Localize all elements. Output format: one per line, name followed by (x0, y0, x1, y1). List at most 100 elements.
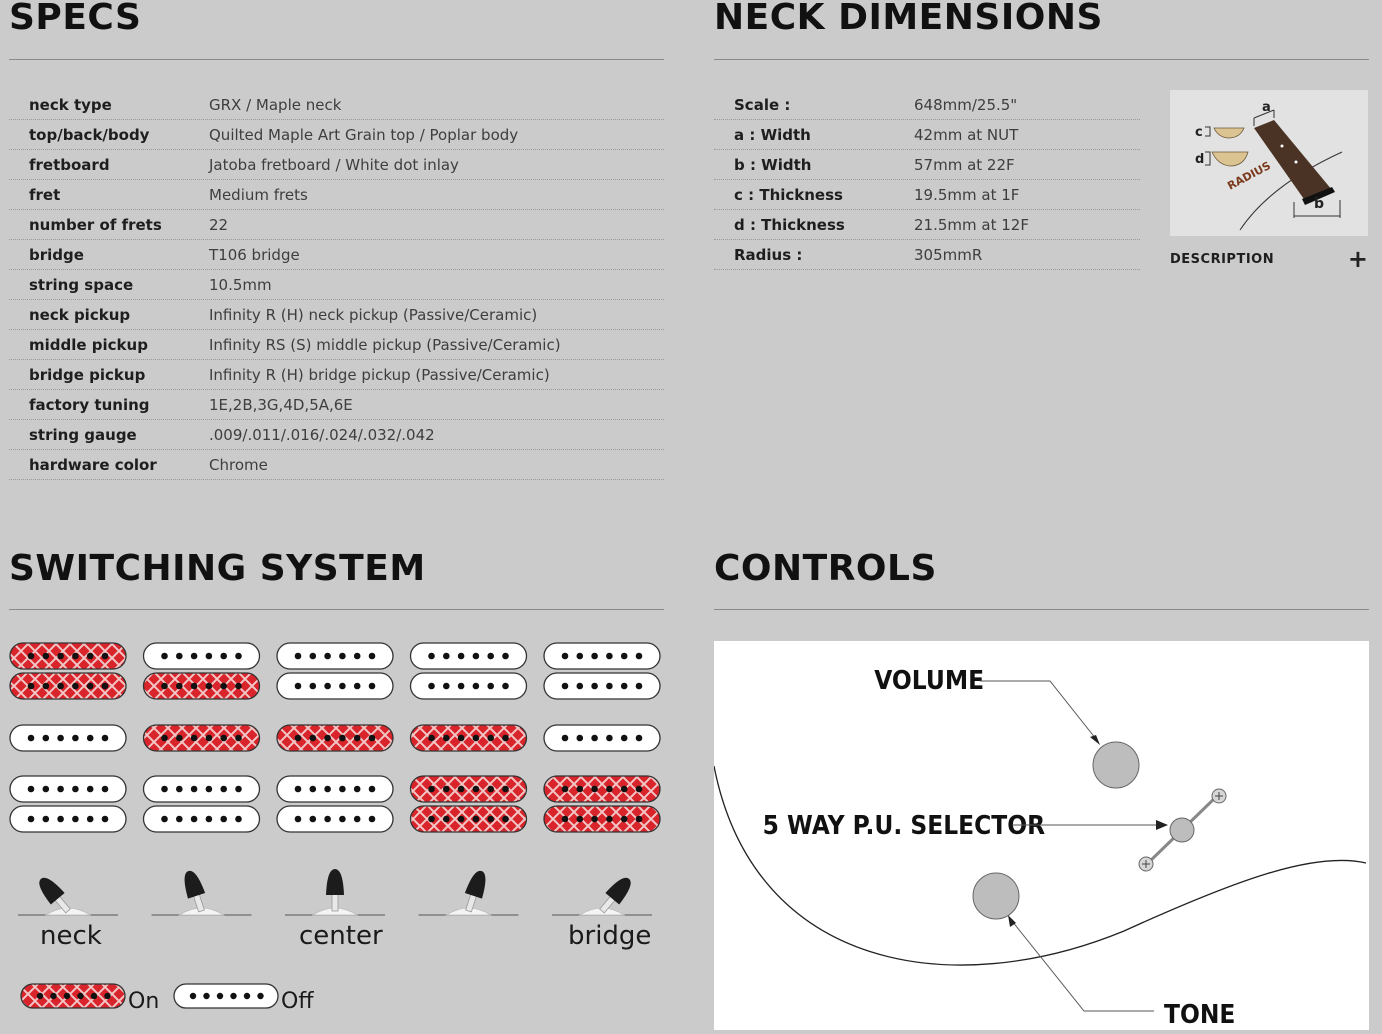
diagram-label-d: d (1195, 152, 1204, 167)
volume-knob (1092, 741, 1140, 789)
controls-divider (714, 609, 1369, 610)
spec-label: middle pickup (29, 336, 148, 354)
bridge-pickup-coil (276, 805, 394, 833)
spec-label: neck pickup (29, 306, 131, 324)
spec-label: bridge pickup (29, 366, 146, 384)
neck-spec-value: 19.5mm at 1F (914, 186, 1020, 204)
middle-pickup (9, 724, 127, 752)
neck-pickup-coil (276, 642, 394, 670)
spec-value: T106 bridge (209, 246, 300, 264)
spec-row: bridge T106 bridge (9, 240, 664, 270)
neck-pickup-coil (276, 672, 394, 700)
spec-value: GRX / Maple neck (209, 96, 342, 114)
neck-pickup-coil (9, 642, 127, 670)
spec-value: Quilted Maple Art Grain top / Poplar bod… (209, 126, 519, 144)
lever-switch-icon (552, 877, 652, 916)
spec-row: string space 10.5mm (9, 270, 664, 300)
neck-spec-label: Radius : (734, 246, 803, 264)
bridge-pickup-coil (9, 775, 127, 803)
lever-switch-icon (151, 870, 252, 916)
spec-row: string gauge .009/.011/.016/.024/.032/.04… (9, 420, 664, 450)
middle-pickup (276, 724, 394, 752)
tone-label: TONE (1164, 999, 1235, 1029)
plus-icon[interactable]: + (1347, 245, 1368, 273)
neck-spec-value: 57mm at 22F (914, 156, 1015, 174)
diagram-label-c: c (1195, 125, 1203, 140)
bridge-pickup-coil (409, 775, 528, 803)
neck-spec-row: c : Thickness 19.5mm at 1F (714, 180, 1140, 210)
controls-diagram: VOLUME 5 WAY P.U. SELECTOR TONE (714, 641, 1369, 1030)
spec-row: middle pickup Infinity RS (S) middle pick… (9, 330, 664, 360)
description-label: DESCRIPTION (1170, 252, 1275, 267)
controls-title: CONTROLS (714, 548, 937, 589)
spec-label: fret (29, 186, 61, 204)
neck-spec-label: b : Width (734, 156, 812, 174)
legend-off-label: Off (281, 989, 314, 1014)
spec-value: Medium frets (209, 186, 308, 204)
bridge-pickup-coil (9, 805, 127, 833)
selector-label: 5 WAY P.U. SELECTOR (763, 810, 1046, 840)
neck-spec-value: 648mm/25.5" (914, 96, 1018, 114)
spec-row: fret Medium frets (9, 180, 664, 210)
middle-pickup (543, 724, 661, 752)
guitar-body-outline (714, 765, 1367, 966)
legend-off-swatch (173, 983, 279, 1009)
spec-label: neck type (29, 96, 112, 114)
spec-row: top/back/body Quilted Maple Art Grain top… (9, 120, 664, 150)
neck-pickup-coil (409, 672, 528, 700)
legend-on-label: On (128, 989, 159, 1014)
diagram-label-a: a (1262, 100, 1271, 115)
spec-row: neck pickup Infinity R (H) neck pickup (P… (9, 300, 664, 330)
spec-label: bridge (29, 246, 84, 264)
spec-label: hardware color (29, 456, 157, 474)
bridge-pickup-coil (142, 805, 261, 833)
spec-value: Infinity R (H) neck pickup (Passive/Cera… (209, 306, 538, 324)
spec-value: 1E,2B,3G,4D,5A,6E (209, 396, 353, 414)
specs-title: SPECS (9, 0, 142, 38)
spec-label: string space (29, 276, 134, 294)
selector-switch (1169, 817, 1195, 843)
volume-label: VOLUME (874, 665, 984, 695)
spec-value: 10.5mm (209, 276, 272, 294)
description-toggle[interactable]: DESCRIPTION + (1170, 245, 1368, 274)
bridge-pickup-coil (276, 775, 394, 803)
spec-value: Chrome (209, 456, 268, 474)
switching-system-panel: neck center bridge On Off (0, 630, 680, 1030)
switching-system-title: SWITCHING SYSTEM (9, 548, 426, 589)
spec-label: string gauge (29, 426, 137, 444)
spec-value: .009/.011/.016/.024/.032/.042 (209, 426, 435, 444)
spec-label: top/back/body (29, 126, 150, 144)
bridge-pickup-coil (543, 805, 661, 833)
position-label-center: center (299, 921, 383, 951)
neck-spec-label: a : Width (734, 126, 811, 144)
neck-pickup-coil (543, 642, 661, 670)
switching-system-divider (9, 609, 664, 610)
tone-knob (972, 872, 1020, 920)
neck-spec-value: 305mmR (914, 246, 983, 264)
middle-pickup (409, 724, 528, 752)
bridge-pickup-coil (409, 805, 528, 833)
neck-diagram: a c d RADIUS b (1170, 90, 1368, 236)
diagram-label-b: b (1314, 196, 1324, 212)
spec-row: hardware color Chrome (9, 450, 664, 480)
lever-switch-icon (18, 877, 118, 916)
neck-dimensions-title: NECK DIMENSIONS (714, 0, 1103, 38)
lever-switch-icon (285, 869, 385, 916)
neck-spec-row: Radius : 305mmR (714, 240, 1140, 270)
neck-pickup-coil (9, 672, 127, 700)
spec-value: Infinity RS (S) middle pickup (Passive/C… (209, 336, 561, 354)
neck-pickup-coil (409, 642, 528, 670)
neck-spec-label: c : Thickness (734, 186, 843, 204)
neck-spec-value: 21.5mm at 12F (914, 216, 1029, 234)
spec-row: neck type GRX / Maple neck (9, 90, 664, 120)
specs-table: neck type GRX / Maple neck top/back/body Qu… (9, 90, 664, 480)
spec-value: 22 (209, 216, 229, 234)
spec-row: number of frets 22 (9, 210, 664, 240)
neck-spec-row: Scale :648mm/25.5" (714, 90, 1140, 120)
bridge-pickup-coil (543, 775, 661, 803)
neck-spec-value: 42mm at NUT (914, 126, 1019, 144)
spec-label: number of frets (29, 216, 162, 234)
